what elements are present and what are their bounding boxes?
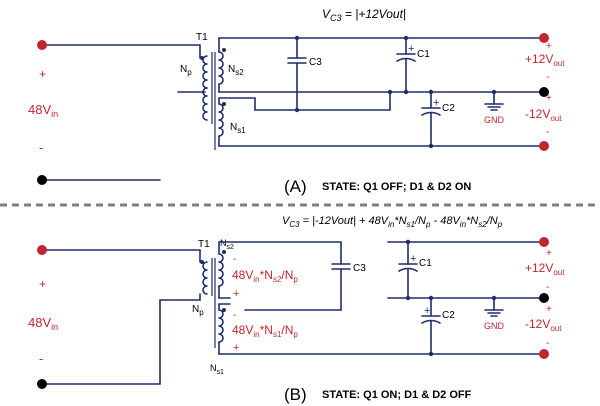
vin-plus-label: + [39,67,46,81]
b-ns1-plus: + [233,342,239,354]
b-ground-symbol [484,303,504,317]
c1-label: C1 [417,49,430,60]
secondary-winding-ns1 [218,103,224,137]
b-secondary-winding-ns1 [218,309,224,343]
b-out-positive-terminal[interactable] [539,237,549,247]
c2-label: C2 [442,103,455,114]
out-neg-label: -12Vout [525,107,562,123]
b-gnd-label: GND [484,321,505,331]
b-t1-label: T1 [198,239,210,250]
b-vin-negative-terminal[interactable] [37,379,47,389]
primary-winding-lower [202,87,208,121]
b-ns1-voltage: 48Vin*Ns1/Np [232,323,298,339]
b-out-pos-label: +12Vout [525,261,565,277]
b-np-label: Np [192,304,204,317]
panel-b-letter: (B) [284,385,307,404]
svg-text:+: + [410,253,416,265]
b-out-minus-sign-2: - [546,338,549,349]
b-c2-label: C2 [442,310,455,321]
np-label: Np [180,64,192,77]
svg-text:+: + [424,305,430,317]
vin-minus-label: - [39,140,43,155]
b-out-common-terminal[interactable] [539,293,549,303]
b-out-plus-sign-2: + [546,304,552,315]
b-ns2-minus: - [233,254,236,265]
vin-positive-terminal[interactable] [37,40,47,50]
b-out-plus-sign-1: + [546,248,552,259]
b-ns1-minus: - [233,310,236,321]
b-c3-label: C3 [353,263,366,274]
ns2-label: Ns2 [228,64,244,77]
panel-a-formula: VC3 = |+12Vout| [322,7,406,23]
panel-a: VC3 = |+12Vout| + 48Vin - T1 Np Ns2 Ns1 [28,7,565,196]
b-ns2-voltage: 48Vin*Ns2/Np [232,268,298,284]
panel-b: VC3 = |-12Vout| + 48Vin*Ns1/Np - 48Vin*N… [28,215,565,404]
primary-winding [202,55,208,89]
b-ns1-label: Ns1 [210,363,224,376]
panel-a-letter: (A) [284,177,307,196]
b-secondary-winding-ns2 [218,253,224,287]
ns1-label: Ns1 [230,122,246,135]
out-minus-sign-2: - [546,127,549,138]
out-minus-sign-1: - [546,72,549,83]
t1-label: T1 [196,32,208,43]
vin-negative-terminal[interactable] [37,175,47,185]
c3-label: C3 [309,57,322,68]
out-negative-terminal[interactable] [539,141,549,151]
panel-b-state: STATE: Q1 ON; D1 & D2 OFF [322,389,472,401]
b-ns2-plus: + [233,288,239,300]
b-c1-label: C1 [419,258,432,269]
b-primary-winding [202,261,208,295]
panel-a-state: STATE: Q1 OFF; D1 & D2 ON [322,181,471,193]
svg-text:+: + [408,43,414,55]
b-vin-label: 48Vin [28,315,58,332]
out-plus-sign-1: + [546,41,552,52]
b-out-minus-sign-1: - [546,282,549,293]
svg-text:+: + [433,97,439,109]
b-ns2-label: Ns2 [220,238,234,251]
b-vin-positive-terminal[interactable] [37,245,47,255]
out-pos-label: +12Vout [525,52,565,68]
vin-label: 48Vin [28,102,58,119]
out-positive-terminal[interactable] [539,33,549,43]
b-out-neg-label: -12Vout [525,317,562,333]
b-vin-minus-label: - [39,351,43,366]
out-plus-sign-2: + [546,93,552,104]
b-vin-plus-label: + [39,277,46,291]
ground-symbol [484,97,504,111]
out-common-terminal[interactable] [539,87,549,97]
panel-b-formula: VC3 = |-12Vout| + 48Vin*Ns1/Np - 48Vin*N… [282,215,503,229]
gnd-label: GND [484,115,505,125]
secondary-winding-ns2 [218,51,224,85]
b-out-negative-terminal[interactable] [539,349,549,359]
